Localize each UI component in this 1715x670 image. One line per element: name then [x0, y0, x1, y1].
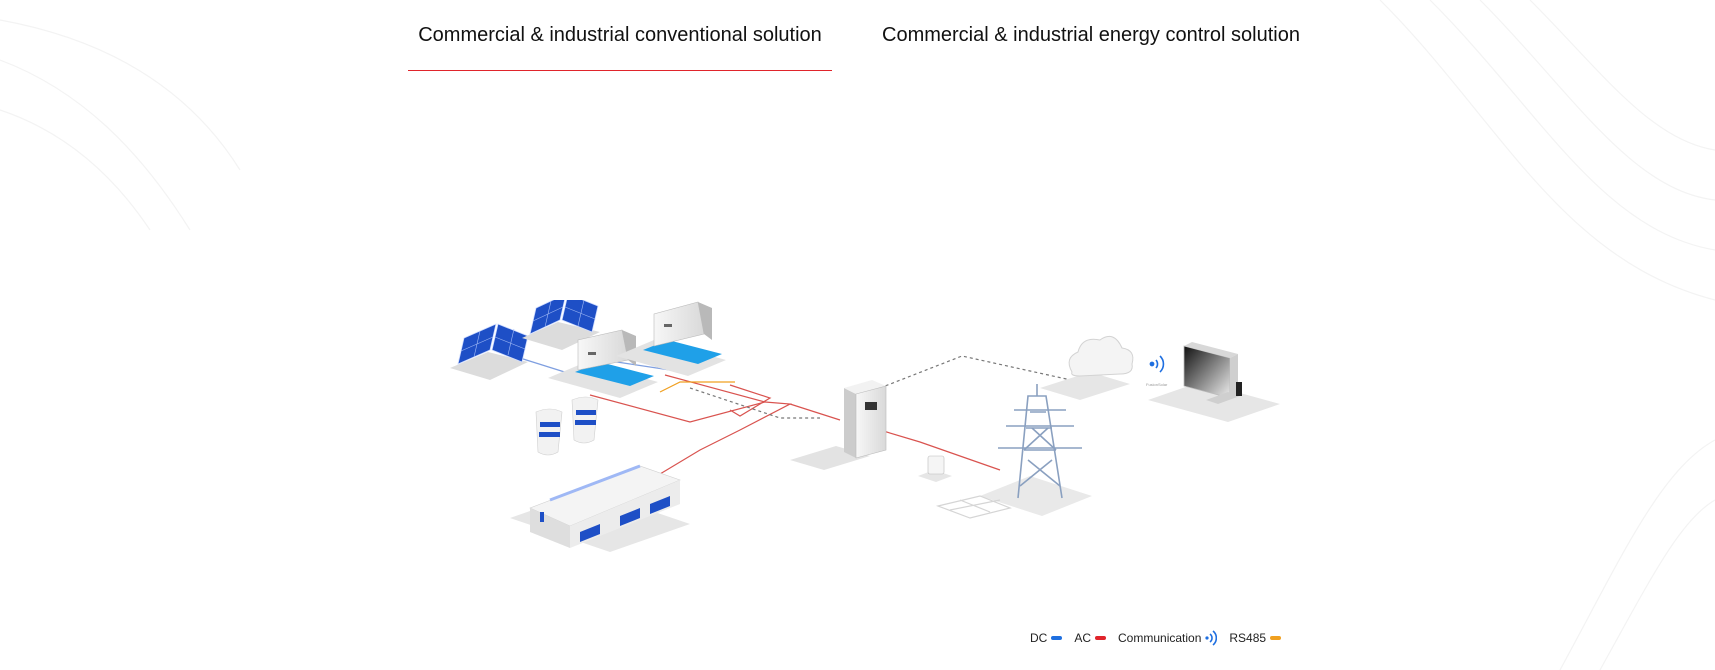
rs485-line-swatch	[1270, 636, 1282, 640]
legend-item-communication: Communication	[1118, 630, 1218, 646]
inverter-2	[616, 301, 726, 376]
cloud	[1040, 335, 1134, 400]
tab-energy-control-solution[interactable]: Commercial & industrial energy control s…	[882, 24, 1300, 46]
legend-label-ac: AC	[1074, 631, 1092, 645]
legend-item-dc: DC	[1030, 631, 1063, 645]
solar-panel-array-2	[522, 300, 600, 350]
legend-label-dc: DC	[1030, 631, 1048, 645]
diagram-legend: DC AC Communication RS485	[1030, 628, 1293, 648]
wifi-caption: FusionSolar	[1146, 382, 1168, 387]
ac-line-swatch	[1095, 636, 1107, 640]
communication-wifi-icon	[1205, 630, 1218, 646]
rs485-cables	[659, 381, 735, 393]
factory	[510, 396, 690, 552]
system-diagram: FusionSolar	[450, 300, 1280, 552]
legend-item-ac: AC	[1074, 631, 1107, 645]
tab-conventional-solution[interactable]: Commercial & industrial conventional sol…	[418, 24, 822, 46]
legend-label-rs485: RS485	[1229, 631, 1267, 645]
inverter-1	[548, 329, 658, 398]
wifi-signal-icon	[1149, 355, 1165, 373]
grid-shadow	[935, 495, 1012, 519]
energy-meter	[918, 455, 952, 482]
solar-panel-array-1	[450, 323, 529, 380]
communication-links	[689, 355, 1081, 419]
solution-tabs: Commercial & industrial conventional sol…	[0, 0, 1715, 80]
transmission-tower	[980, 384, 1092, 516]
active-tab-underline	[408, 70, 832, 71]
distribution-cabinet	[790, 380, 887, 470]
legend-label-communication: Communication	[1118, 631, 1202, 645]
dc-line-swatch	[1051, 636, 1063, 640]
ac-cables	[589, 374, 1001, 475]
monitoring-computer	[1148, 342, 1280, 422]
legend-item-rs485: RS485	[1229, 631, 1282, 645]
